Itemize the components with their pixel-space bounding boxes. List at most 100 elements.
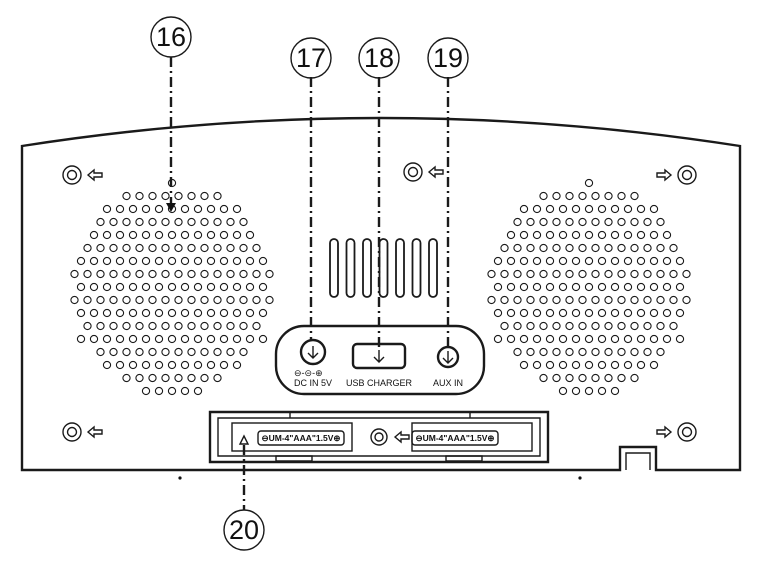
grille-hole	[187, 217, 196, 227]
grille-hole	[552, 321, 561, 331]
callout-17: 17	[290, 37, 332, 79]
housing-screw-dot	[178, 476, 182, 480]
grille-hole	[122, 347, 131, 357]
grille-hole	[239, 321, 248, 331]
grille-hole	[656, 217, 665, 227]
grille-hole	[630, 347, 639, 357]
grille-hole	[122, 295, 131, 305]
grille-hole	[623, 204, 633, 214]
grille-hole	[89, 230, 99, 240]
grille-hole	[662, 308, 672, 318]
vent-slot	[345, 238, 356, 298]
grille-hole	[604, 295, 613, 305]
grille-hole	[193, 360, 203, 370]
grille-hole	[109, 321, 118, 331]
grille-hole	[141, 230, 151, 240]
grille-hole	[148, 373, 157, 383]
grille-hole	[174, 269, 183, 279]
grille-hole	[584, 386, 594, 396]
grille-hole	[265, 269, 274, 279]
grille-hole	[591, 243, 600, 253]
grille-hole	[513, 217, 522, 227]
grille-hole	[245, 308, 255, 318]
grille-hole	[83, 321, 92, 331]
grille-hole	[96, 243, 105, 253]
grille-hole	[115, 230, 125, 240]
grille-hole	[610, 256, 620, 266]
mount-hole-top-center	[403, 162, 444, 182]
usb-charger-port[interactable]	[351, 342, 407, 370]
grille-hole	[200, 373, 209, 383]
grille-hole	[83, 295, 92, 305]
grille-hole	[102, 256, 112, 266]
grille-hole	[200, 243, 209, 253]
grille-hole	[122, 373, 131, 383]
grille-hole	[200, 295, 209, 305]
grille-hole	[128, 308, 138, 318]
grille-hole	[578, 373, 587, 383]
grille-hole	[174, 347, 183, 357]
grille-hole	[545, 256, 555, 266]
grille-hole	[161, 321, 170, 331]
grille-hole	[539, 347, 548, 357]
aux-in-label: AUX IN	[433, 378, 463, 388]
grille-hole	[506, 256, 516, 266]
grille-hole	[141, 360, 151, 370]
grille-hole	[578, 269, 587, 279]
grille-hole	[102, 230, 112, 240]
grille-hole	[649, 334, 659, 344]
grille-hole	[669, 243, 678, 253]
grille-hole	[487, 269, 496, 279]
grille-hole	[584, 308, 594, 318]
grille-hole	[513, 295, 522, 305]
grille-hole	[597, 334, 607, 344]
vent-slot	[362, 238, 372, 298]
grille-hole	[610, 204, 620, 214]
grille-hole	[226, 321, 235, 331]
grille-hole	[526, 321, 535, 331]
grille-hole	[141, 256, 151, 266]
grille-hole	[76, 308, 86, 318]
grille-hole	[623, 360, 633, 370]
grille-hole	[532, 282, 542, 292]
grille-hole	[219, 230, 229, 240]
grille-hole	[604, 269, 613, 279]
grille-hole	[617, 295, 626, 305]
grille-hole	[571, 308, 581, 318]
grille-hole	[532, 360, 542, 370]
grille-hole	[193, 256, 203, 266]
grille-hole	[617, 243, 626, 253]
mount-hole-top-left	[62, 165, 103, 185]
grille-hole	[571, 256, 581, 266]
callout-18: 18	[358, 37, 400, 79]
aux-in-port[interactable]	[436, 345, 460, 369]
grille-hole	[193, 334, 203, 344]
grille-hole	[552, 347, 561, 357]
grille-hole	[630, 321, 639, 331]
svg-text:19: 19	[433, 43, 463, 73]
grille-hole	[141, 204, 151, 214]
grille-hole	[174, 243, 183, 253]
grille-hole	[597, 360, 607, 370]
grille-hole	[597, 386, 607, 396]
grille-hole	[649, 360, 659, 370]
grille-hole	[649, 282, 659, 292]
grille-hole	[200, 321, 209, 331]
grille-hole	[148, 191, 157, 201]
grille-hole	[122, 243, 131, 253]
grille-hole	[122, 191, 131, 201]
grille-hole	[558, 256, 568, 266]
grille-hole	[167, 230, 177, 240]
svg-text:18: 18	[364, 43, 394, 73]
grille-hole	[656, 321, 665, 331]
grille-hole	[662, 230, 672, 240]
dc-in-port[interactable]	[299, 338, 327, 366]
grille-hole	[617, 321, 626, 331]
battery-screw	[370, 428, 410, 446]
grille-hole	[219, 256, 229, 266]
grille-hole	[96, 217, 105, 227]
grille-hole	[630, 295, 639, 305]
grille-hole	[669, 295, 678, 305]
grille-hole	[591, 347, 600, 357]
